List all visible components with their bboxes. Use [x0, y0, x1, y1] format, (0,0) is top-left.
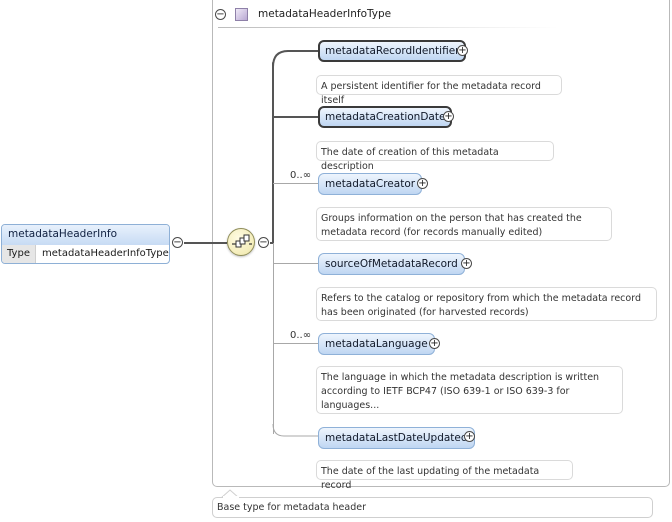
trunk-required [272, 62, 274, 243]
element-metadataRecordIdentifier[interactable]: metadataRecordIdentifier [318, 40, 467, 62]
expand-metadataCreationDate-icon[interactable]: + [443, 111, 454, 122]
element-metadataCreator[interactable]: metadataCreator [318, 173, 423, 195]
trunk-end-corner [272, 424, 318, 437]
collapse-root-icon[interactable]: − [172, 237, 183, 248]
complex-type-icon [235, 8, 248, 21]
collapse-type-icon[interactable]: − [215, 9, 226, 20]
expand-metadataCreator-icon[interactable]: + [417, 178, 428, 189]
branch-metadataLanguage [273, 343, 318, 344]
description-metadataRecordIdentifier: A persistent identifier for the metadata… [316, 75, 562, 106]
element-metadataLanguage[interactable]: metadataLanguage [318, 333, 435, 355]
trunk-optional [273, 243, 274, 434]
description-metadataCreator: Groups information on the person that ha… [316, 207, 612, 241]
sequence-compositor-icon[interactable] [227, 228, 255, 256]
expand-metadataLastDateUpdated-icon[interactable]: + [464, 431, 475, 442]
expand-sourceOfMetadataRecord-icon[interactable]: + [461, 258, 472, 269]
header-divider [218, 27, 558, 28]
root-type-value: metadataHeaderInfoType [42, 248, 169, 259]
collapse-sequence-icon[interactable]: − [258, 237, 269, 248]
element-metadataLastDateUpdated[interactable]: metadataLastDateUpdated [318, 427, 475, 449]
complex-type-title: metadataHeaderInfoType [258, 8, 392, 20]
root-element-name: metadataHeaderInfo [2, 225, 169, 245]
expand-metadataRecordIdentifier-icon[interactable]: + [457, 45, 468, 56]
root-type-label: Type [2, 245, 36, 263]
branch-sourceOfMetadataRecord [273, 263, 318, 264]
cardinality-metadataLanguage: 0..∞ [290, 330, 312, 341]
footer-pointer-mask [223, 496, 239, 499]
description-sourceOfMetadataRecord: Refers to the catalog or repository from… [316, 287, 657, 321]
description-metadataLanguage: The language in which the metadata descr… [316, 366, 623, 414]
description-metadataCreationDate: The date of creation of this metadata de… [316, 141, 554, 172]
cardinality-metadataCreator: 0..∞ [290, 170, 312, 181]
trunk-corner [272, 50, 318, 68]
root-element-box[interactable]: metadataHeaderInfo Type metadataHeaderIn… [1, 224, 170, 264]
branch-metadataCreator [273, 183, 318, 184]
sequence-icon [232, 234, 252, 248]
type-annotation: Base type for metadata header [212, 497, 653, 518]
branch-metadataCreationDate [273, 116, 318, 118]
expand-metadataLanguage-icon[interactable]: + [429, 338, 440, 349]
root-connector [184, 242, 227, 244]
element-metadataCreationDate[interactable]: metadataCreationDate [318, 106, 453, 128]
element-sourceOfMetadataRecord[interactable]: sourceOfMetadataRecord [318, 253, 465, 275]
compositor-connector [270, 242, 274, 244]
description-metadataLastDateUpdated: The date of the last updating of the met… [316, 460, 573, 491]
